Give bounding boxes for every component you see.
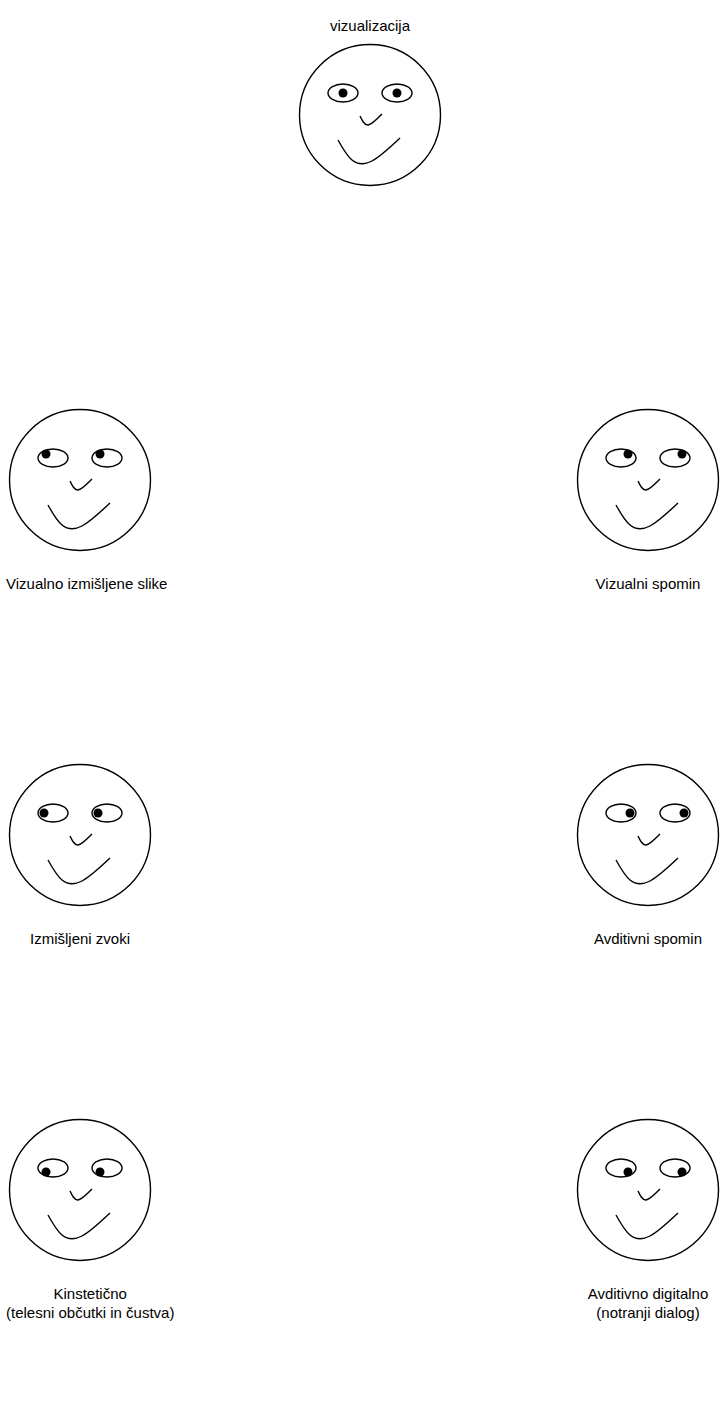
eye-outline — [606, 804, 636, 822]
face-outline — [8, 763, 152, 907]
eye-pupil — [94, 809, 103, 818]
face-caption: (telesni občutki in čustva) — [6, 1303, 174, 1322]
eye-pupil — [678, 1168, 687, 1177]
eye-pupil — [96, 450, 105, 459]
face-caption: Vizualni spomin — [596, 574, 701, 593]
eye-pupil — [624, 450, 633, 459]
face-label: Kinstetično(telesni občutki in čustva) — [6, 1284, 174, 1322]
eye-pupil — [42, 450, 51, 459]
face-node: Avditivni spomin — [576, 763, 720, 907]
eye-outline — [92, 1159, 122, 1177]
face-node: Izmišljeni zvoki — [8, 763, 152, 907]
head-circle — [10, 1120, 151, 1261]
face-caption: Kinstetično — [6, 1284, 174, 1303]
eye-outline — [660, 449, 690, 467]
head-circle — [578, 1120, 719, 1261]
face-node: Avditivno digitalno(notranji dialog) — [576, 1118, 720, 1262]
eye-outline — [38, 804, 68, 822]
face-outline — [576, 763, 720, 907]
nose-curve — [70, 834, 92, 845]
eye-pupil — [680, 809, 689, 818]
mouth-curve — [48, 503, 110, 529]
face-label: Vizualni spomin — [596, 574, 701, 593]
face-caption: Vizualno izmišljene slike — [6, 574, 167, 593]
mouth-curve — [616, 1213, 678, 1239]
face-label: Avditivno digitalno(notranji dialog) — [588, 1284, 709, 1322]
mouth-curve — [616, 503, 678, 529]
eye-pupil — [96, 1168, 105, 1177]
nose-curve — [70, 1189, 92, 1200]
eye-outline — [660, 804, 690, 822]
nose-curve — [360, 114, 382, 125]
face-caption: Avditivno digitalno — [588, 1284, 709, 1303]
eye-outline — [92, 804, 122, 822]
eye-pupil — [339, 89, 348, 98]
head-circle — [10, 765, 151, 906]
eye-pupil — [678, 450, 687, 459]
face-node: vizualizacija — [298, 43, 442, 187]
mouth-curve — [48, 1213, 110, 1239]
face-outline — [576, 408, 720, 552]
eye-outline — [38, 1159, 68, 1177]
eye-pupil — [40, 809, 49, 818]
face-outline — [8, 408, 152, 552]
face-label: Izmišljeni zvoki — [30, 929, 130, 948]
eye-pupil — [393, 89, 402, 98]
eye-outline — [660, 1159, 690, 1177]
eye-outline — [92, 449, 122, 467]
face-caption: Izmišljeni zvoki — [30, 929, 130, 948]
nose-curve — [70, 479, 92, 490]
eye-pupil — [42, 1168, 51, 1177]
face-node: Kinstetično(telesni občutki in čustva) — [8, 1118, 152, 1262]
eye-outline — [382, 84, 412, 102]
face-outline — [576, 1118, 720, 1262]
face-label: Avditivni spomin — [594, 929, 702, 948]
head-circle — [10, 410, 151, 551]
eye-outline — [328, 84, 358, 102]
face-outline — [8, 1118, 152, 1262]
eye-outline — [38, 449, 68, 467]
face-node: Vizualno izmišljene slike — [8, 408, 152, 552]
head-circle — [300, 45, 441, 186]
face-label: Vizualno izmišljene slike — [6, 574, 167, 593]
head-circle — [578, 765, 719, 906]
nose-curve — [638, 479, 660, 490]
face-node: Vizualni spomin — [576, 408, 720, 552]
eye-outline — [606, 1159, 636, 1177]
mouth-curve — [48, 858, 110, 884]
face-caption: (notranji dialog) — [588, 1303, 709, 1322]
mouth-curve — [616, 858, 678, 884]
face-outline — [298, 43, 442, 187]
eye-pupil — [624, 1168, 633, 1177]
face-caption: Avditivni spomin — [594, 929, 702, 948]
head-circle — [578, 410, 719, 551]
nose-curve — [638, 1189, 660, 1200]
eye-pupil — [626, 809, 635, 818]
eye-outline — [606, 449, 636, 467]
face-label: vizualizacija — [330, 16, 410, 35]
mouth-curve — [338, 138, 400, 164]
face-caption: vizualizacija — [330, 16, 410, 35]
nose-curve — [638, 834, 660, 845]
